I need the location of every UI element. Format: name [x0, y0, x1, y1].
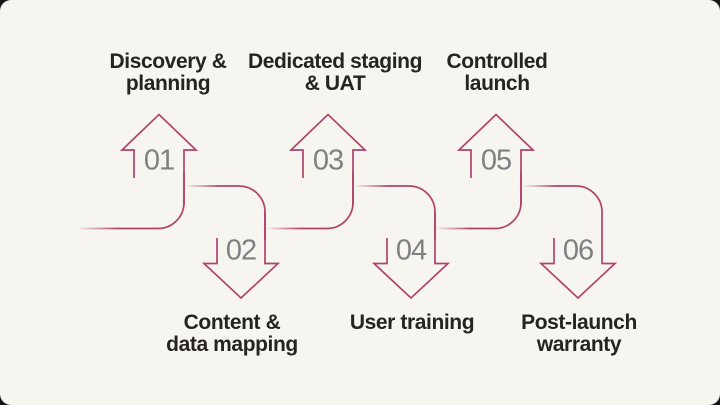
down-arrow-04 [353, 185, 451, 300]
fade-masks [76, 179, 556, 236]
step-01-label: Discovery & planning [109, 50, 227, 95]
stem-overdraw [183, 172, 522, 240]
step-06-number: 06 [562, 234, 594, 267]
step-06-label: Post-launch warranty [521, 311, 637, 356]
arrow-strokes [80, 113, 618, 300]
up-arrow-05 [434, 113, 536, 230]
down-arrow-02 [184, 185, 281, 300]
up-arrow-03 [264, 113, 368, 230]
step-03-label: Dedicated staging & UAT [247, 50, 423, 95]
step-01-number: 01 [143, 144, 175, 177]
step-02-label: Content & data mapping [166, 311, 298, 356]
step-04-number: 04 [395, 234, 427, 267]
down-arrow-06 [521, 185, 618, 300]
step-05-number: 05 [480, 144, 512, 177]
up-arrow-01 [80, 113, 199, 230]
step-03-number: 03 [312, 144, 344, 177]
step-05-label: Controlled launch [446, 50, 548, 95]
step-04-label: User training [349, 311, 475, 334]
step-02-number: 02 [225, 234, 257, 267]
